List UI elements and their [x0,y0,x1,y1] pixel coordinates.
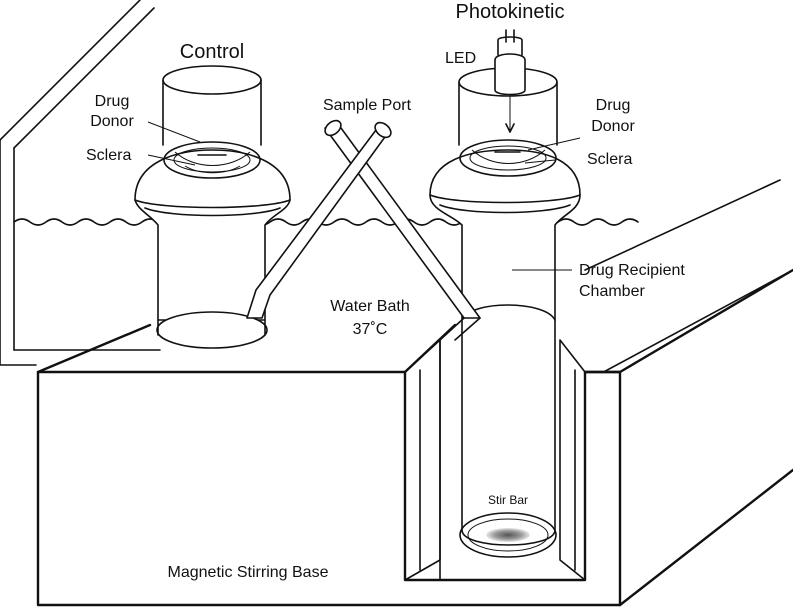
stirring-base [36,268,793,607]
drug-donor-right-label: Drug [596,97,631,114]
recipient-chamber-label-2: Chamber [579,283,645,300]
drug-donor-left-label-2: Donor [90,113,134,130]
stir-bar-label: Stir Bar [488,493,528,507]
control-chamber [134,65,291,349]
temperature-label: 37˚C [353,321,388,338]
control-label: Control [180,41,244,63]
water-bath-label: Water Bath [330,298,409,315]
drug-donor-left-label: Drug [95,93,130,110]
led-label: LED [445,50,476,67]
water-bath-tank [0,0,793,383]
stir-bar [486,528,530,542]
leader-lines [147,121,581,271]
sclera-left-label: Sclera [86,147,131,164]
stirring-base-label: Magnetic Stirring Base [168,564,329,581]
recipient-chamber-label: Drug Recipient [579,262,685,279]
photokinetic-chamber [429,67,581,558]
sample-port-tubes [246,119,481,581]
led-light-source [494,29,526,133]
sample-port-label: Sample Port [323,97,412,114]
sclera-right-label: Sclera [587,151,632,168]
drug-donor-right-label-2: Donor [591,118,635,135]
photokinetic-label: Photokinetic [456,1,565,23]
